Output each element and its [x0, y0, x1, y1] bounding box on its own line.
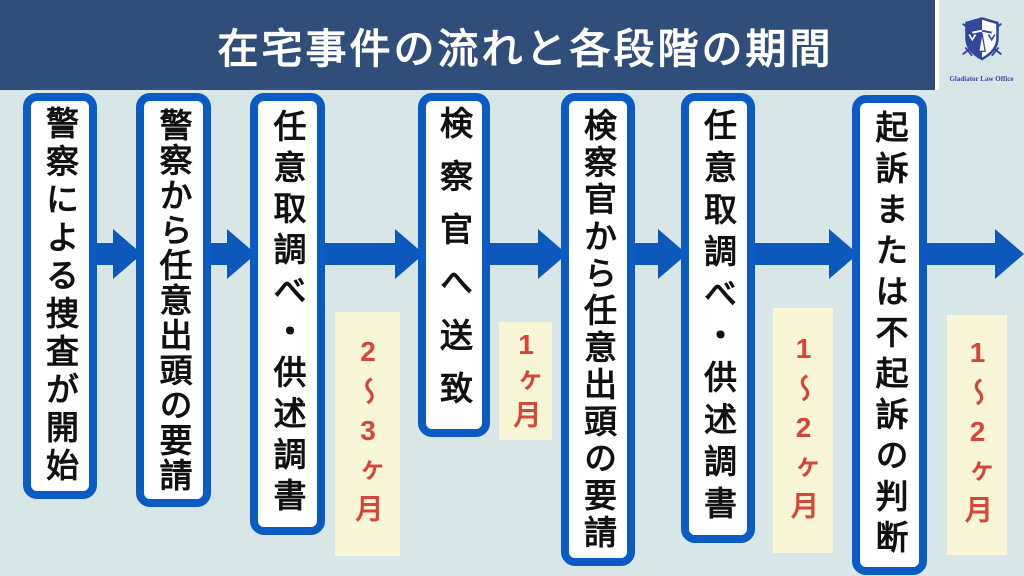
logo-org-name: Gladiator Law Office [949, 74, 1014, 83]
step-box-3: 任意取調べ・供述調書 [250, 93, 325, 535]
step-box-7: 起訴または不起訴の判断 [852, 95, 927, 575]
page-title: 在宅事件の流れと各段階の期間 [217, 26, 834, 72]
step-label-1: 警察による捜査が開始 [41, 106, 79, 486]
duration-badge-3: 1〜2ヶ月 [773, 308, 833, 553]
duration-label-2: 1ヶ月 [510, 328, 542, 434]
step-label-7: 起訴または不起訴の判断 [871, 109, 908, 561]
law-office-logo: Gladiator Law Office [939, 0, 1024, 90]
flow-arrow-6 [750, 229, 858, 279]
step-label-6: 任意取調べ・供述調書 [699, 108, 737, 528]
step-label-3: 任意取調べ・供述調書 [269, 109, 306, 519]
flow-arrow-1 [92, 229, 142, 279]
step-box-5: 検察官から任意出頭の要請 [561, 93, 635, 566]
step-label-4: 検察官へ送致 [435, 106, 473, 424]
duration-badge-2: 1ヶ月 [499, 322, 552, 440]
duration-label-4: 1〜2ヶ月 [962, 337, 993, 533]
step-box-6: 任意取調べ・供述調書 [681, 93, 755, 543]
flow-arrow-5 [631, 229, 687, 279]
step-box-1: 警察による捜査が開始 [23, 93, 97, 499]
shield-scales-icon [961, 16, 1002, 61]
flow-arrow-7 [923, 229, 1024, 279]
banner-divider [935, 0, 939, 90]
flow-arrow-3 [320, 229, 424, 279]
title-banner: 在宅事件の流れと各段階の期間 [0, 0, 935, 90]
step-box-2: 警察から任意出頭の要請 [136, 93, 211, 507]
duration-badge-4: 1〜2ヶ月 [947, 315, 1007, 555]
duration-label-3: 1〜2ヶ月 [788, 332, 819, 529]
flow-arrow-2 [206, 229, 256, 279]
step-label-5: 検察官から任意出頭の要請 [579, 107, 617, 552]
step-box-4: 検察官へ送致 [418, 93, 490, 437]
flow-arrow-4 [486, 229, 567, 279]
duration-label-1: 2〜3ヶ月 [352, 336, 384, 532]
duration-badge-1: 2〜3ヶ月 [335, 312, 400, 556]
step-label-2: 警察から任意出頭の要請 [155, 107, 192, 493]
